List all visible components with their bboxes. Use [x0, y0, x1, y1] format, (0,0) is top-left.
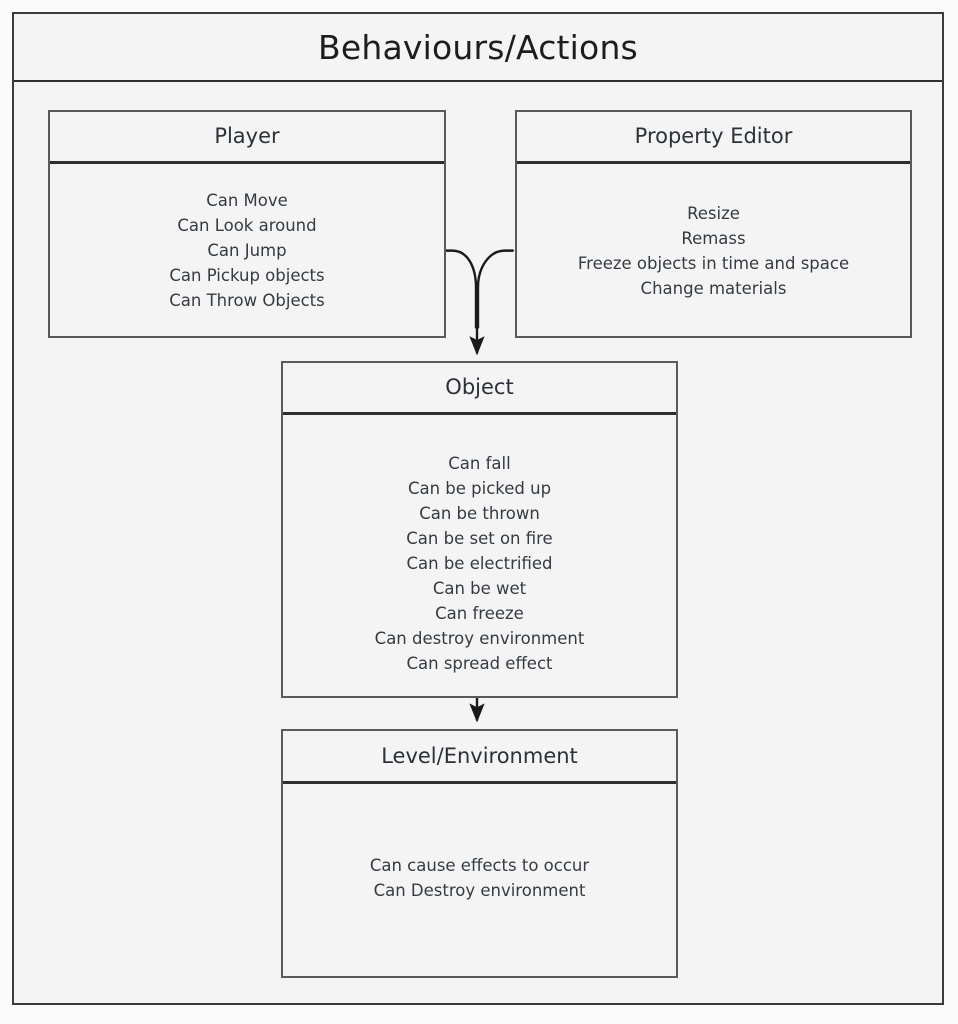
list-item: Can be set on fire	[406, 529, 553, 548]
diagram-root: Behaviours/Actions Player	[12, 12, 944, 1005]
node-level-environment[interactable]: Level/Environment Can cause effects to o…	[281, 729, 678, 978]
node-object[interactable]: Object Can fall Can be picked up Can be …	[281, 361, 678, 698]
node-property-editor-title: Property Editor	[634, 124, 793, 148]
node-level-environment-body: Can cause effects to occur Can Destroy e…	[283, 784, 676, 976]
list-item: Can Jump	[207, 241, 287, 260]
list-item: Can freeze	[435, 604, 524, 623]
list-item: Can Move	[206, 191, 288, 210]
list-item: Freeze objects in time and space	[577, 254, 850, 273]
list-item: Change materials	[640, 279, 787, 298]
node-level-environment-title: Level/Environment	[381, 743, 578, 768]
node-level-environment-header: Level/Environment	[283, 731, 676, 784]
list-item: Can Throw Objects	[169, 291, 325, 310]
list-item: Can cause effects to occur	[369, 856, 590, 875]
node-player-body: Can Move Can Look around Can Jump Can Pi…	[50, 164, 444, 336]
node-object-body: Can fall Can be picked up Can be thrown …	[283, 415, 676, 696]
list-item: Can be thrown	[419, 504, 540, 523]
node-property-editor-header: Property Editor	[517, 112, 910, 164]
node-player[interactable]: Player Can Move Can Look around Can Jump…	[48, 110, 446, 338]
node-object-header: Object	[283, 363, 676, 415]
node-property-editor[interactable]: Property Editor Resize Remass Freeze obj…	[515, 110, 912, 338]
list-item: Can Pickup objects	[169, 266, 325, 285]
node-player-header: Player	[50, 112, 444, 164]
page-title: Behaviours/Actions	[318, 27, 638, 67]
list-item: Resize	[687, 204, 740, 223]
diagram-title-bar: Behaviours/Actions	[14, 14, 942, 82]
list-item: Can Destroy environment	[373, 881, 586, 900]
node-player-title: Player	[214, 124, 280, 148]
node-property-editor-body: Resize Remass Freeze objects in time and…	[517, 164, 910, 336]
list-item: Can be wet	[432, 579, 527, 598]
list-item: Can be picked up	[407, 479, 552, 498]
list-item: Can Look around	[177, 216, 317, 235]
list-item: Can destroy environment	[374, 629, 585, 648]
list-item: Remass	[681, 229, 746, 248]
node-object-title: Object	[445, 375, 514, 399]
list-item: Can fall	[448, 454, 511, 473]
connector-player-to-object	[442, 249, 478, 329]
list-item: Can be electrified	[406, 554, 553, 573]
connector-property-editor-to-object	[476, 249, 515, 329]
diagram-canvas: Player Can Move Can Look around Can Jump…	[14, 82, 942, 1003]
list-item: Can spread effect	[406, 654, 553, 673]
